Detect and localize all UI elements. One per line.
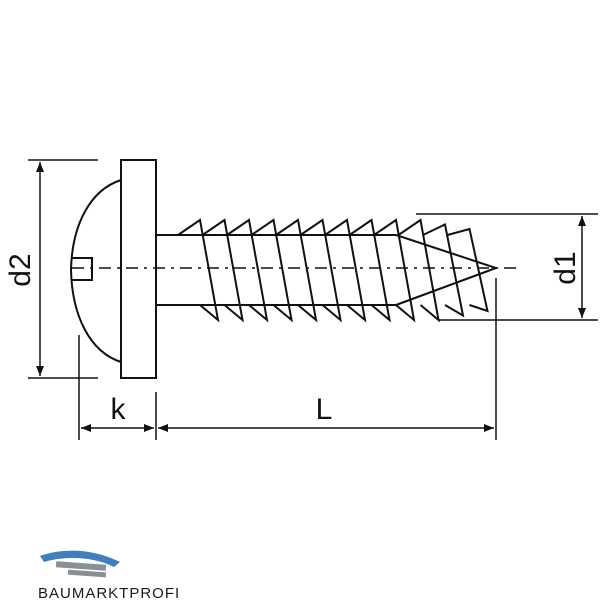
brand-name: BAUMARKTPROFI: [38, 585, 180, 600]
thread-crest: [447, 227, 489, 313]
d1-label: d1: [549, 251, 582, 284]
thread-crest: [422, 223, 465, 318]
logo-bar-icon: [55, 561, 107, 571]
brand-logo: BAUMARKTPROFI: [38, 550, 180, 600]
thread-crest: [177, 218, 220, 323]
k-label: k: [111, 393, 127, 426]
d2-label: d2: [4, 253, 37, 286]
thread-crest: [348, 218, 391, 323]
dimension-d1: [416, 213, 598, 321]
dimension-d2: [28, 159, 98, 379]
thread-crest: [324, 218, 367, 323]
thread-crest: [201, 218, 244, 323]
head-slot: [71, 257, 93, 281]
thread-crest: [373, 218, 416, 323]
logo-bar-icon-2: [67, 569, 107, 578]
logo-roof-icon: [40, 550, 120, 567]
thread-crest: [226, 218, 269, 323]
head-flange: [120, 159, 157, 379]
thread-crests: [177, 218, 489, 323]
screw-shank: [156, 218, 500, 323]
thread-crest: [275, 218, 318, 323]
screw-tip: [395, 234, 500, 306]
dimension-k-and-l: [78, 278, 497, 440]
thread-crest: [397, 218, 440, 323]
l-label: L: [316, 393, 333, 426]
screw-head: [69, 159, 157, 379]
thread-crest: [299, 218, 342, 323]
thread-crest: [250, 218, 293, 323]
head-dome: [69, 179, 122, 363]
